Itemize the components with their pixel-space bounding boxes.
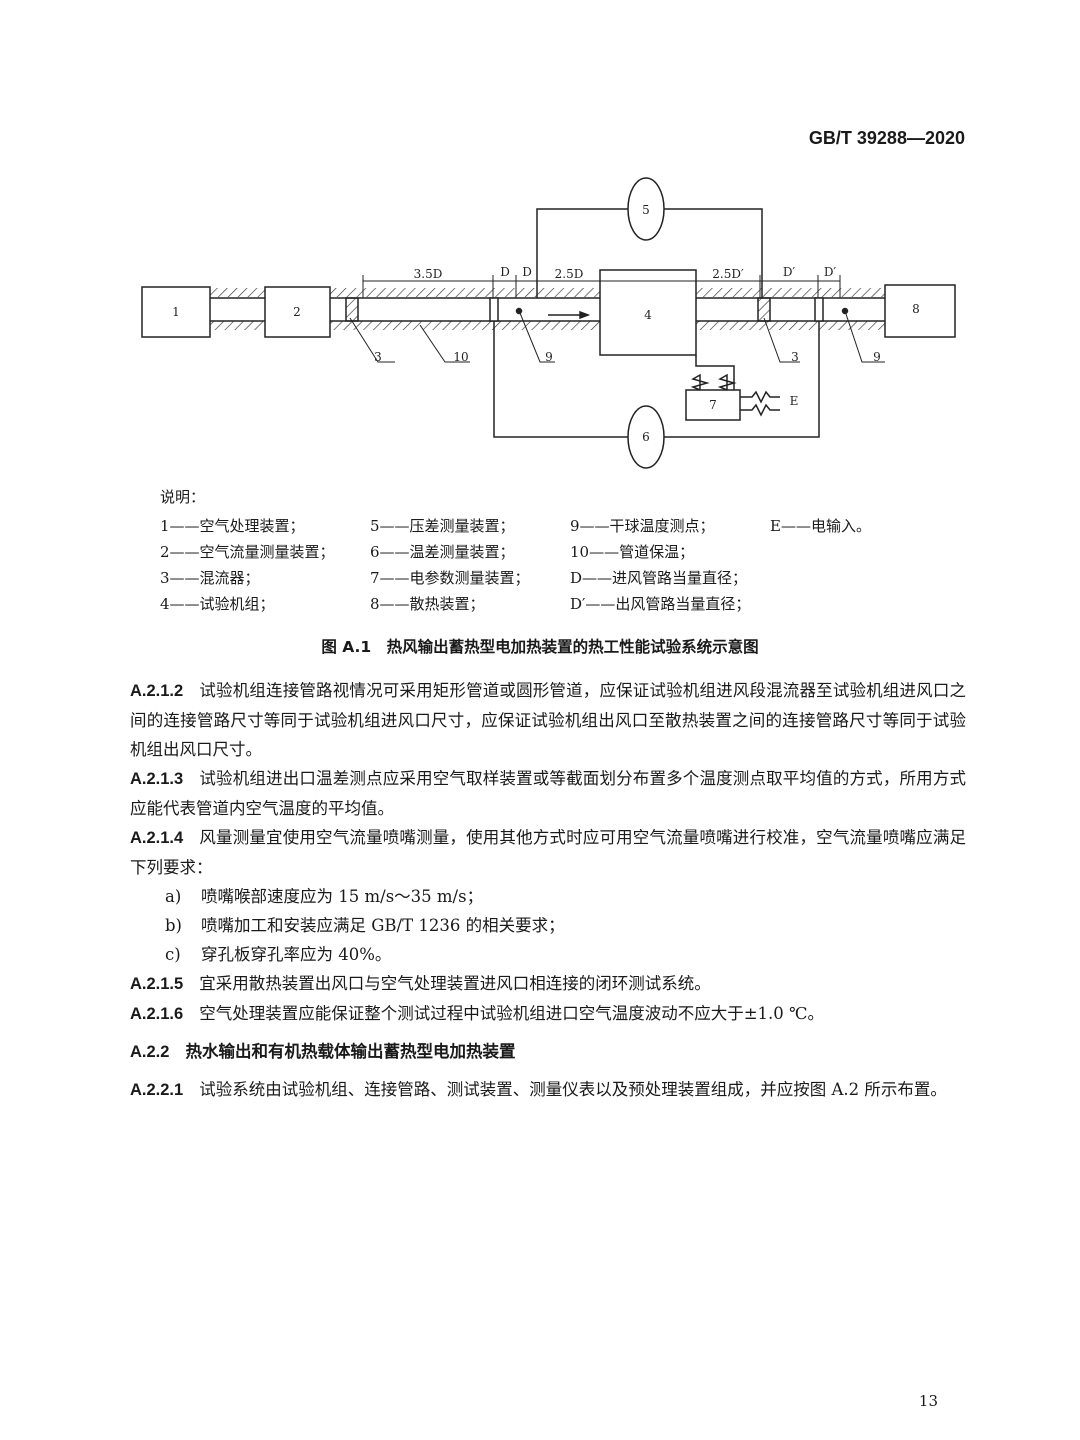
label-9a: 9 [545,350,553,364]
pressure-meter-circle [627,177,665,241]
box-test-unit [599,269,697,356]
clause-text: 试验系统由试验机组、连接管路、测试装置、测量仪表以及预处理装置组成，并应按图 A… [199,1080,947,1099]
list-mark: a) [165,887,182,906]
label-10: 10 [453,350,468,364]
label-2: 2 [293,305,301,319]
dim-d-2: D [522,265,532,279]
box-air-handler [141,286,211,338]
list-item: a) 喷嘴喉部速度应为 15 m/s～35 m/s； [130,882,966,911]
dim-d-1: D [500,265,510,279]
dim-d-prime-2: D′ [824,265,837,279]
legend-item: D——进风管路当量直径； [570,569,748,587]
clause-number: A.2.1.5 [130,975,184,993]
list-mark: c) [165,945,181,964]
clause-number: A.2.1.6 [130,1005,184,1023]
label-1: 1 [172,305,180,319]
legend-item [770,567,950,587]
clause-number: A.2.1.2 [130,682,184,700]
legend-item: D′——出风管路当量直径； [570,595,751,613]
clause-text: 试验机组进出口温差测点应采用空气取样装置或等截面划分布置多个温度测点取平均值的方… [130,769,966,818]
clause-text: 风量测量宜使用空气流量喷嘴测量，使用其他方式时应可用空气流量喷嘴进行校准，空气流… [130,828,966,877]
list-item: b) 喷嘴加工和安装应满足 GB/T 1236 的相关要求； [130,911,966,940]
dim-2-5d: 2.5D [555,267,584,281]
clause-text: 空气处理装置应能保证整个测试过程中试验机组进口空气温度波动不应大于±1.0 ℃。 [199,1004,824,1023]
list-text: 喷嘴喉部速度应为 15 m/s～35 m/s； [201,887,484,906]
box-radiator [884,284,956,338]
label-e: E [790,394,799,408]
clause-number: A.2.2.1 [130,1081,184,1099]
legend-item: E——电输入。 [770,517,871,535]
clause-text: 试验机组连接管路视情况可采用矩形管道或圆形管道，应保证试验机组进风段混流器至试验… [130,681,966,759]
system-diagram: 1 2 4 5 6 7 8 3 10 9 3 9 E 3.5D D D 2.5D… [130,170,970,480]
legend-item [770,593,950,613]
list-mark: b) [165,916,182,935]
legend-item [770,541,950,561]
insulation-top [210,288,885,297]
clause-number: A.2.1.3 [130,770,184,788]
clause-number: A.2.1.4 [130,829,184,847]
mixer-in [345,297,359,322]
label-4: 4 [644,308,652,322]
label-8: 8 [912,302,920,316]
legend-item: 2——空气流量测量装置； [160,543,335,561]
legend-item: 6——温差测量装置； [370,543,515,561]
legend-item: 3——混流器； [160,569,260,587]
box-flow-meter [264,286,331,338]
list-text: 穿孔板穿孔率应为 40%。 [201,945,392,964]
dim-2-5d-prime: 2.5D′ [712,267,744,281]
label-6: 6 [642,430,650,444]
legend-grid: 1——空气处理装置； 5——压差测量装置； 9——干球温度测点； E——电输入。… [160,515,960,613]
legend-item: 8——散热装置； [370,595,485,613]
list-text: 喷嘴加工和安装应满足 GB/T 1236 的相关要求； [201,916,565,935]
clause-a-2-1-6: A.2.1.6 空气处理装置应能保证整个测试过程中试验机组进口空气温度波动不应大于… [130,999,966,1029]
legend-item: 10——管道保温； [570,543,695,561]
figure-caption: 图 A.1 热风输出蓄热型电加热装置的热工性能试验系统示意图 [321,638,759,656]
legend-title: 说明： [160,488,206,506]
insulation-bottom [210,321,885,330]
legend-item: 1——空气处理装置； [160,517,305,535]
label-5: 5 [642,203,650,217]
temp-meter-circle [627,405,665,469]
page-number: 13 [918,1392,938,1410]
label-3a: 3 [374,350,382,364]
mixer-out [757,297,771,322]
label-7: 7 [709,398,717,412]
legend-item: 7——电参数测量装置； [370,569,530,587]
legend: 说明： 1——空气处理装置； 5——压差测量装置； 9——干球温度测点； E——… [160,486,960,613]
label-9b: 9 [873,350,881,364]
dim-3-5d: 3.5D [414,267,443,281]
clause-text: 宜采用散热装置出风口与空气处理装置进风口相连接的闭环测试系统。 [199,974,711,993]
clause-a-2-1-5: A.2.1.5 宜采用散热装置出风口与空气处理装置进风口相连接的闭环测试系统。 [130,969,966,999]
clause-a-2-2-1: A.2.2.1 试验系统由试验机组、连接管路、测试装置、测量仪表以及预处理装置组成… [130,1075,966,1105]
section-title: 热水输出和有机热载体输出蓄热型电加热装置 [185,1042,516,1061]
standard-code: GB/T 39288—2020 [808,128,965,148]
label-3b: 3 [791,350,799,364]
legend-item: 9——干球温度测点； [570,517,715,535]
dim-d-prime-1: D′ [783,265,796,279]
legend-item: 4——试验机组； [160,595,275,613]
box-electric-meter [685,389,741,421]
section-heading-a-2-2: A.2.2 热水输出和有机热载体输出蓄热型电加热装置 [130,1037,966,1067]
section-number: A.2.2 [130,1043,170,1061]
list-item: c) 穿孔板穿孔率应为 40%。 [130,940,966,969]
legend-item: 5——压差测量装置； [370,517,515,535]
